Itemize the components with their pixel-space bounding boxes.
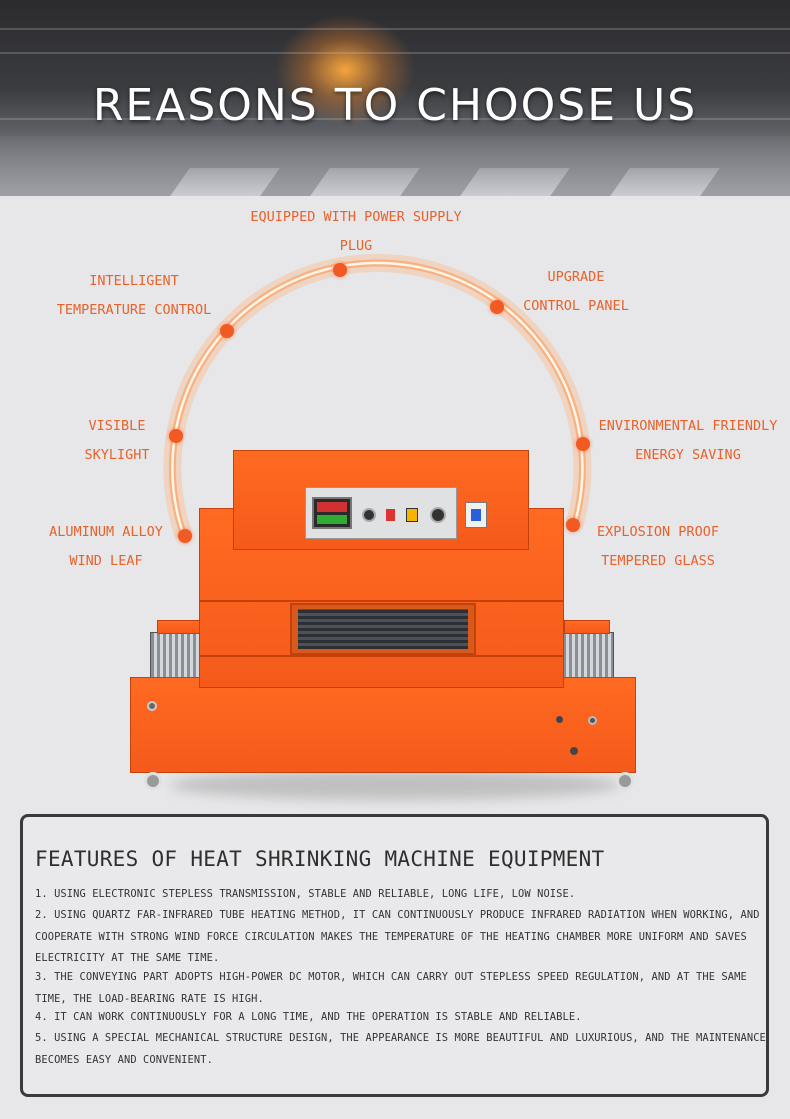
feature-control-panel: UPGRADE CONTROL PANEL xyxy=(523,269,629,314)
feature-power-plug: EQUIPPED WITH POWER SUPPLY PLUG xyxy=(250,209,462,254)
feature-line: 3. THE CONVEYING PART ADOPTS HIGH-POWER … xyxy=(35,971,747,983)
feature-line: TIME, THE LOAD-BEARING RATE IS HIGH. xyxy=(35,993,264,1005)
banner-title: REASONS TO CHOOSE US xyxy=(92,80,698,131)
feature-arc xyxy=(163,253,592,539)
hero-banner: REASONS TO CHOOSE US xyxy=(0,0,790,196)
feature-temperature-control: INTELLIGENT TEMPERATURE CONTROL xyxy=(56,273,212,318)
feature-line: BECOMES EASY AND CONVENIENT. xyxy=(35,1054,213,1066)
dot-temperature-control xyxy=(220,324,234,338)
feature-energy-saving: ENVIRONMENTAL FRIENDLY ENERGY SAVING xyxy=(598,418,778,463)
dot-tempered-glass xyxy=(566,518,580,532)
dot-power-plug xyxy=(333,263,347,277)
feature-line: COOPERATE WITH STRONG WIND FORCE CIRCULA… xyxy=(35,931,747,943)
feature-skylight: VISIBLE SKYLIGHT xyxy=(84,418,150,463)
feature-line: 1. USING ELECTRONIC STEPLESS TRANSMISSIO… xyxy=(35,888,576,900)
dot-control-panel xyxy=(490,300,504,314)
feature-line: ELECTRICITY AT THE SAME TIME. xyxy=(35,952,220,964)
features-panel: FEATURES OF HEAT SHRINKING MACHINE EQUIP… xyxy=(20,814,769,1097)
dot-skylight xyxy=(169,429,183,443)
dot-energy-saving xyxy=(576,437,590,451)
feature-tempered-glass: EXPLOSION PROOF TEMPERED GLASS xyxy=(597,524,719,569)
feature-line: 5. USING A SPECIAL MECHANICAL STRUCTURE … xyxy=(35,1032,766,1044)
panel-title: FEATURES OF HEAT SHRINKING MACHINE EQUIP… xyxy=(35,847,605,871)
feature-line: 4. IT CAN WORK CONTINUOUSLY FOR A LONG T… xyxy=(35,1011,582,1023)
feature-wind-leaf: ALUMINUM ALLOY WIND LEAF xyxy=(49,524,163,569)
feature-line: 2. USING QUARTZ FAR-INFRARED TUBE HEATIN… xyxy=(35,909,760,921)
dot-wind-leaf xyxy=(178,529,192,543)
